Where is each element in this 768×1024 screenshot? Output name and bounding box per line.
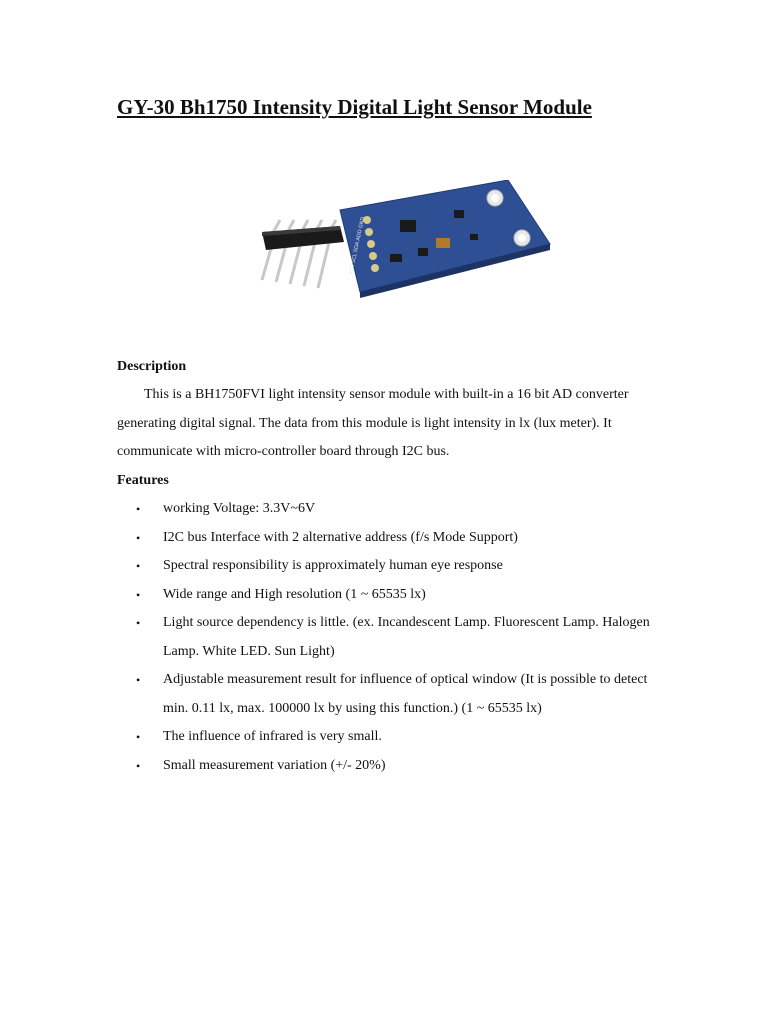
feature-text: Wide range and High resolution (1 ~ 6553… xyxy=(163,586,426,602)
feature-item: • I2C bus Interface with 2 alternative a… xyxy=(117,524,717,553)
feature-text: min. 0.11 lx, max. 100000 lx by using th… xyxy=(163,700,542,716)
feature-item: • Light source dependency is little. (ex… xyxy=(117,609,717,666)
feature-item: • working Voltage: 3.3V~6V xyxy=(117,495,717,524)
sensor-board-illustration: VCC SCL SDA ADD GND xyxy=(260,179,551,298)
feature-item: • Small measurement variation (+/- 20%) xyxy=(117,752,717,781)
bullet-icon: • xyxy=(136,559,141,573)
description-line: communicate with micro-controller board … xyxy=(117,444,450,459)
feature-item: • The influence of infrared is very smal… xyxy=(117,723,717,752)
description-paragraph: This is a BH1750FVI light intensity sens… xyxy=(117,381,707,467)
features-list: • working Voltage: 3.3V~6V • I2C bus Int… xyxy=(117,495,717,780)
bullet-icon: • xyxy=(136,616,141,630)
bullet-icon: • xyxy=(136,502,141,516)
circuit-board: VCC SCL SDA ADD GND xyxy=(339,179,551,298)
feature-text: Adjustable measurement result for influe… xyxy=(163,672,648,687)
solder-pads xyxy=(363,216,379,272)
feature-text: working Voltage: 3.3V~6V xyxy=(163,501,316,516)
feature-text: Small measurement variation (+/- 20%) xyxy=(163,757,386,773)
bullet-icon: • xyxy=(136,587,141,602)
feature-text: I2C bus Interface with 2 alternative add… xyxy=(163,529,518,545)
features-heading: Features xyxy=(117,473,169,488)
feature-item: • Wide range and High resolution (1 ~ 65… xyxy=(117,581,717,610)
bullet-icon: • xyxy=(136,758,141,773)
document-title: GY-30 Bh1750 Intensity Digital Light Sen… xyxy=(117,95,592,119)
feature-item: • Spectral responsibility is approximate… xyxy=(117,552,717,581)
feature-item: • Adjustable measurement result for infl… xyxy=(117,666,717,723)
pin-header xyxy=(260,219,344,289)
bullet-icon: • xyxy=(136,530,141,545)
feature-text: Lamp. White LED. Sun Light) xyxy=(163,643,335,659)
bullet-icon: • xyxy=(136,730,141,744)
description-line: generating digital signal. The data from… xyxy=(117,415,612,431)
bullet-icon: • xyxy=(136,673,141,687)
sensor-module-photo: VCC SCL SDA ADD GND xyxy=(240,179,560,300)
feature-text: Spectral responsibility is approximately… xyxy=(163,558,503,573)
description-heading: Description xyxy=(117,359,187,374)
description-line: This is a BH1750FVI light intensity sens… xyxy=(144,387,629,402)
feature-text: Light source dependency is little. (ex. … xyxy=(163,615,650,630)
feature-text: The influence of infrared is very small. xyxy=(163,729,382,744)
